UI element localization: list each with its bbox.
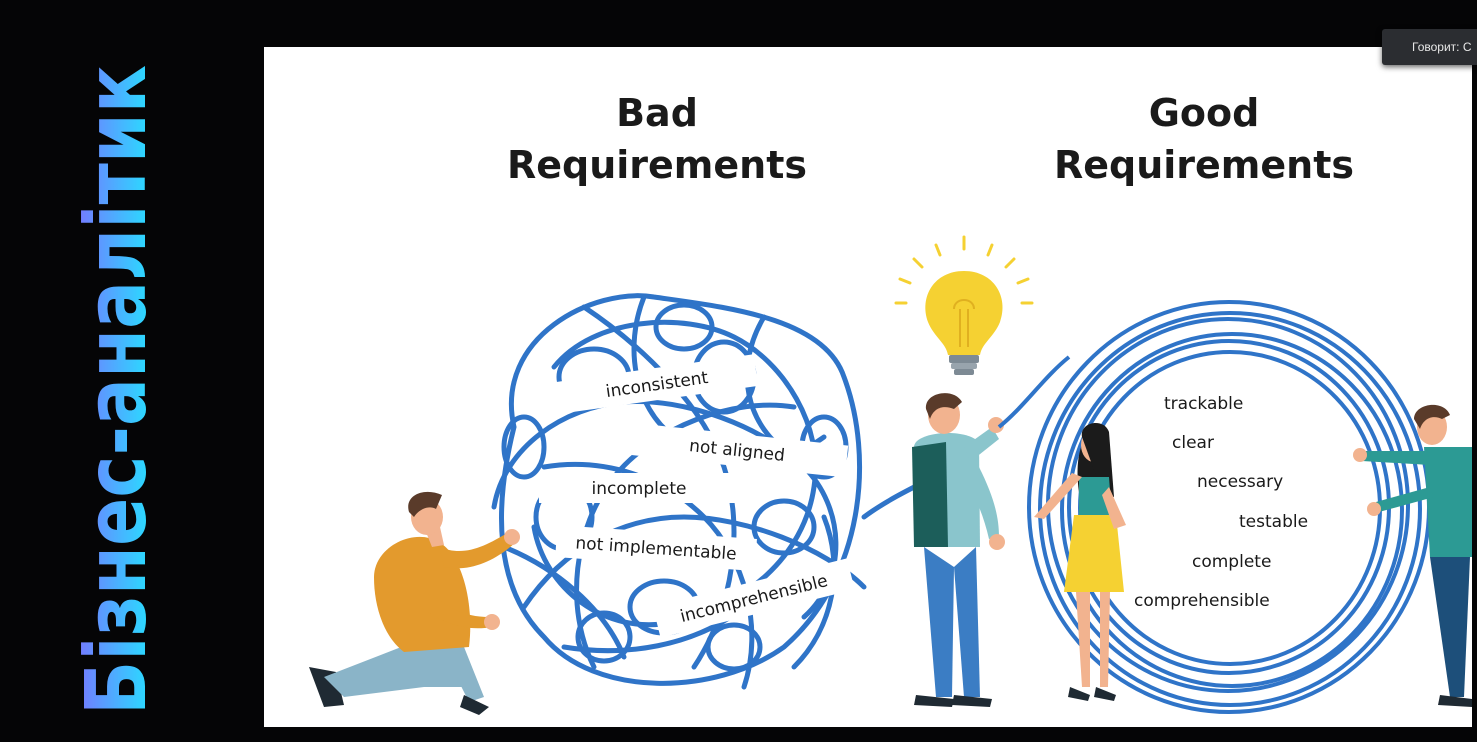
side-title-text: Бізнес-аналітик [67, 65, 160, 715]
presentation-slide: Bad Requirements Good Requirements [264, 47, 1472, 727]
neat-thread-circle-icon [997, 300, 1431, 714]
good-heading-line1: Good [1148, 91, 1260, 135]
standing-man-icon [912, 393, 1005, 707]
good-requirement-labels: trackable clear necessary testable compl… [1134, 394, 1308, 611]
side-title-graphic: Бізнес-аналітик [67, 65, 165, 715]
label-strip [652, 558, 855, 638]
side-title: Бізнес-аналітик [60, 40, 165, 730]
label-complete: complete [1192, 552, 1271, 572]
kneeling-man-icon [309, 491, 520, 715]
label-strip [555, 525, 757, 571]
bad-requirement-labels: inconsistent not aligned incomplete not … [539, 354, 855, 638]
good-heading-line2: Requirements [1053, 143, 1355, 187]
label-strip [626, 422, 849, 478]
label-trackable: trackable [1164, 394, 1243, 414]
bad-heading-line1: Bad [616, 91, 698, 135]
good-requirements-heading: Good Requirements [1039, 87, 1369, 191]
label-strip [539, 473, 739, 503]
bad-requirements-heading: Bad Requirements [492, 87, 822, 191]
light-bulb-icon [894, 235, 1034, 375]
label-clear: clear [1172, 433, 1214, 453]
label-incomplete: incomplete [592, 479, 687, 499]
label-comprehensible: comprehensible [1134, 591, 1270, 611]
label-testable: testable [1239, 512, 1308, 532]
slide-illustration: inconsistent not aligned incomplete not … [309, 235, 1472, 715]
woman-icon [1034, 422, 1126, 701]
right-man-icon [1353, 404, 1472, 707]
speaker-tooltip: Говорит: С [1382, 29, 1477, 65]
label-strip [555, 354, 759, 414]
label-necessary: necessary [1197, 472, 1283, 492]
bad-heading-line2: Requirements [506, 143, 808, 187]
